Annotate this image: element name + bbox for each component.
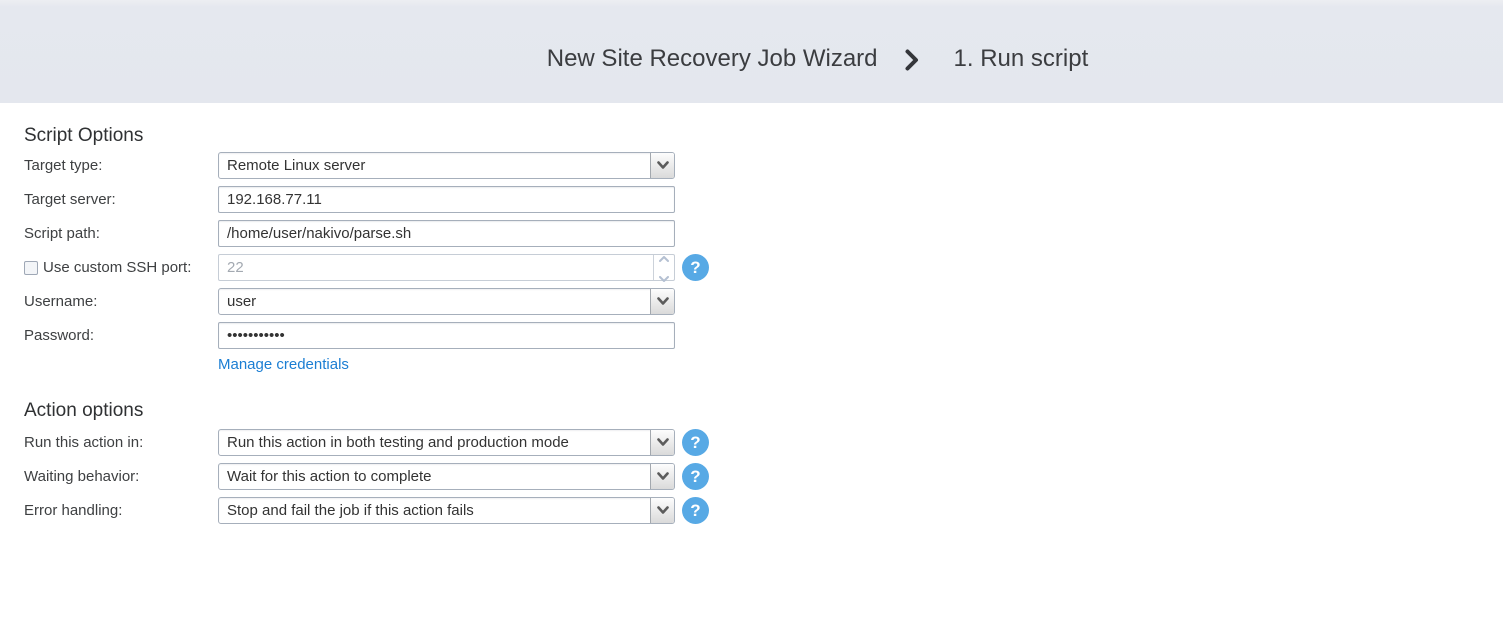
- step-title: 1. Run script: [953, 45, 1089, 72]
- spinner-up-icon[interactable]: [659, 249, 669, 267]
- username-selected-value: user: [227, 293, 257, 310]
- row-error-handling: Error handling: Stop and fail the job if…: [24, 497, 1503, 524]
- password-input[interactable]: [218, 322, 675, 349]
- script-path-input[interactable]: [218, 220, 675, 247]
- script-path-label: Script path:: [24, 225, 100, 242]
- row-target-server: Target server:: [24, 186, 1503, 213]
- waiting-behavior-dropdown-button[interactable]: [650, 464, 674, 489]
- error-handling-selected-value: Stop and fail the job if this action fai…: [227, 502, 474, 519]
- row-password: Password:: [24, 322, 1503, 349]
- waiting-behavior-label: Waiting behavior:: [24, 468, 140, 485]
- run-mode-help-icon[interactable]: ?: [682, 429, 709, 456]
- section-title-action-options: Action options: [24, 400, 144, 421]
- ssh-port-label: Use custom SSH port:: [43, 259, 192, 276]
- wizard-title: New Site Recovery Job Wizard: [546, 45, 878, 72]
- run-mode-selected-value: Run this action in both testing and prod…: [227, 434, 569, 451]
- run-mode-dropdown-button[interactable]: [650, 430, 674, 455]
- run-mode-select[interactable]: Run this action in both testing and prod…: [218, 429, 675, 456]
- target-type-selected-value: Remote Linux server: [227, 157, 366, 174]
- row-script-path: Script path:: [24, 220, 1503, 247]
- chevron-down-icon: [656, 468, 669, 486]
- target-type-label: Target type:: [24, 157, 103, 174]
- spinner-down-icon[interactable]: [659, 269, 669, 287]
- chevron-down-icon: [656, 157, 669, 175]
- row-ssh-port: Use custom SSH port: 22 ?: [24, 254, 1503, 282]
- username-label: Username:: [24, 293, 98, 310]
- ssh-port-help-icon[interactable]: ?: [682, 254, 709, 281]
- breadcrumb-chevron-icon: [905, 49, 919, 71]
- waiting-behavior-selected-value: Wait for this action to complete: [227, 468, 432, 485]
- error-handling-select[interactable]: Stop and fail the job if this action fai…: [218, 497, 675, 524]
- target-type-dropdown-button[interactable]: [650, 153, 674, 178]
- error-handling-help-icon[interactable]: ?: [682, 497, 709, 524]
- run-mode-label: Run this action in:: [24, 434, 144, 451]
- target-type-select[interactable]: Remote Linux server: [218, 152, 675, 179]
- manage-credentials-link[interactable]: Manage credentials: [218, 356, 349, 373]
- waiting-behavior-help-icon[interactable]: ?: [682, 463, 709, 490]
- use-custom-ssh-port-checkbox[interactable]: [24, 260, 38, 275]
- username-dropdown-button[interactable]: [650, 289, 674, 314]
- row-target-type: Target type: Remote Linux server: [24, 152, 1503, 179]
- wizard-header: New Site Recovery Job Wizard 1. Run scri…: [0, 0, 1503, 103]
- target-server-input[interactable]: [218, 186, 675, 213]
- breadcrumb: New Site Recovery Job Wizard 1. Run scri…: [547, 45, 1089, 73]
- chevron-down-icon: [656, 434, 669, 452]
- waiting-behavior-select[interactable]: Wait for this action to complete: [218, 463, 675, 490]
- ssh-port-spinner[interactable]: [653, 255, 674, 282]
- section-title-script-options: Script Options: [24, 125, 144, 146]
- chevron-down-icon: [656, 502, 669, 520]
- password-label: Password:: [24, 327, 95, 344]
- ssh-port-label-group: Use custom SSH port:: [24, 259, 218, 276]
- ssh-port-value: 22: [227, 259, 244, 276]
- wizard-content: Script Options Target type: Remote Linux…: [0, 103, 1503, 524]
- chevron-down-icon: [656, 293, 669, 311]
- target-server-label: Target server:: [24, 191, 116, 208]
- manage-credentials-row: Manage credentials: [218, 356, 1503, 374]
- error-handling-dropdown-button[interactable]: [650, 498, 674, 523]
- error-handling-label: Error handling:: [24, 502, 123, 519]
- row-username: Username: user: [24, 288, 1503, 315]
- ssh-port-stepper[interactable]: 22: [218, 254, 675, 282]
- username-select[interactable]: user: [218, 288, 675, 315]
- row-waiting-behavior: Waiting behavior: Wait for this action t…: [24, 463, 1503, 490]
- row-run-mode: Run this action in: Run this action in b…: [24, 429, 1503, 456]
